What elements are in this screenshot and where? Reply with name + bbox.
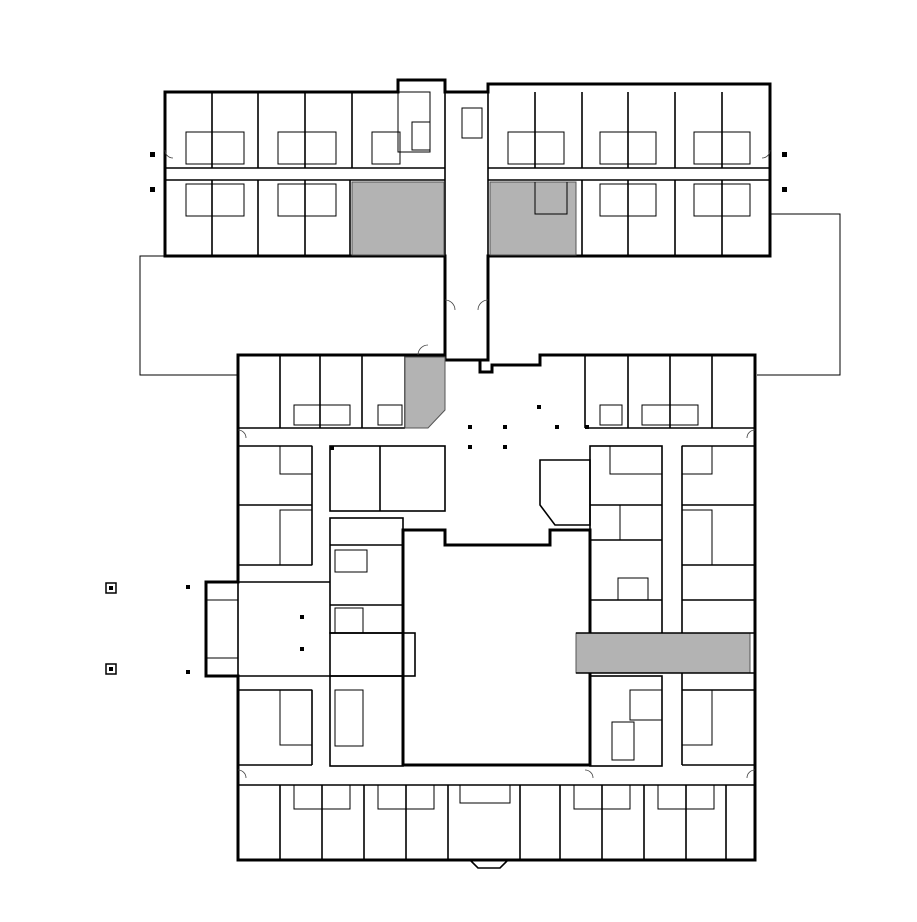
north-wing-outer-wall xyxy=(163,78,772,362)
north-row-east-rooms xyxy=(461,92,751,168)
door-swings xyxy=(164,149,771,779)
east-wing-shaded-corridor xyxy=(575,632,751,674)
north-wing-west-shaded-room xyxy=(351,181,445,256)
south-entrance-canopy xyxy=(469,859,509,869)
lobby-columns xyxy=(186,405,589,674)
main-south-row xyxy=(238,784,755,869)
exterior-marker-lower xyxy=(105,663,117,675)
north-wing-posts xyxy=(150,152,787,192)
exterior-marker-upper xyxy=(105,582,117,594)
west-fence xyxy=(139,255,238,376)
central-courtyard xyxy=(401,528,592,767)
main-building xyxy=(204,353,757,869)
corridor-junction-shaded-room xyxy=(404,356,446,429)
main-west-inner-block xyxy=(329,445,446,767)
main-west-block xyxy=(205,445,330,766)
exterior-fence xyxy=(139,213,841,376)
east-fence xyxy=(757,213,841,376)
north-row-west-rooms xyxy=(185,91,431,168)
south-row-west-rooms xyxy=(185,180,351,256)
main-east-inner-block xyxy=(539,445,663,767)
main-east-block xyxy=(681,445,755,766)
north-wing xyxy=(163,78,772,362)
north-wing-east-shaded-room xyxy=(489,181,577,256)
